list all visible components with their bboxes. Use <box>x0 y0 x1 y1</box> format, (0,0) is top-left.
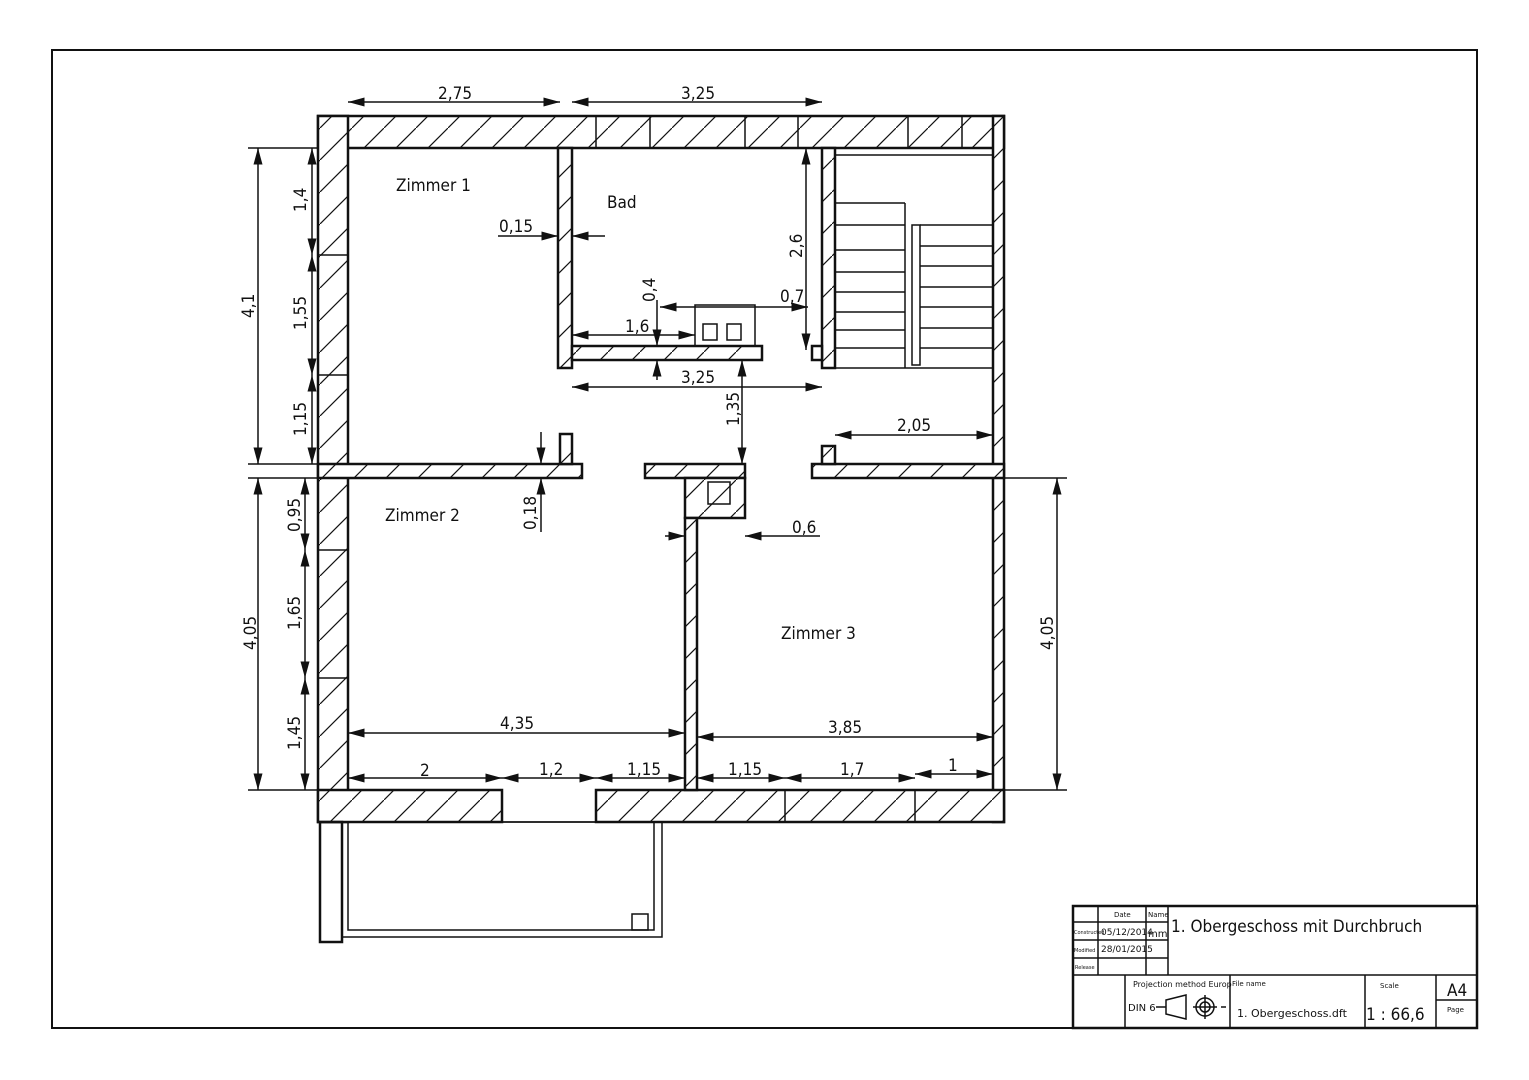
shaft <box>702 323 718 341</box>
projection-din: DIN 6 <box>1128 1003 1156 1014</box>
release-label: Release <box>1075 965 1095 971</box>
dim-label: 1 <box>948 756 958 776</box>
drawing-title: 1. Obergeschoss mit Durchbruch <box>1171 917 1422 937</box>
shaft <box>726 323 742 341</box>
dim-label: 0,6 <box>792 518 816 538</box>
projection-symbol-icon <box>1156 994 1226 1020</box>
dimension-labels: 2,75 3,25 1,4 1,55 1,15 4,1 0,95 1,65 1,… <box>239 84 1058 781</box>
scale-value: 1 : 66,6 <box>1366 1005 1425 1025</box>
dim-label: 4,35 <box>500 714 534 734</box>
dim-label: 1,45 <box>285 716 305 750</box>
dim-label: 4,05 <box>241 616 261 650</box>
dim-label: 4,05 <box>1038 616 1058 650</box>
walls <box>316 114 1006 824</box>
drawing-frame <box>51 49 1478 1029</box>
dim-label: 0,4 <box>640 278 660 302</box>
dim-label: 3,85 <box>828 718 862 738</box>
dim-label: 1,15 <box>728 760 762 780</box>
dim-label: 2,6 <box>787 234 807 258</box>
date-header: Date <box>1114 911 1131 919</box>
dim-label: 0,7 <box>780 287 804 307</box>
room-labels: Zimmer 1 Bad Zimmer 2 Zimmer 3 <box>385 176 856 644</box>
constructed-label: Constructed <box>1074 930 1104 936</box>
scale-label: Scale <box>1380 982 1399 990</box>
constructed-date: 05/12/2014 <box>1101 928 1153 938</box>
projection-label: Projection method Europ <box>1133 980 1232 989</box>
dim-label: 2,75 <box>438 84 472 104</box>
dim-label: 4,1 <box>239 294 259 318</box>
dim-label: 0,18 <box>521 496 541 530</box>
dim-label: 2 <box>420 761 430 781</box>
balcony <box>318 820 663 944</box>
dim-label: 1,7 <box>840 760 864 780</box>
modified-label: Modified <box>1074 948 1095 954</box>
room-label: Zimmer 1 <box>396 176 471 196</box>
title-block: Date Name Constructed 05/12/2014 mm Modi… <box>1071 904 1479 1030</box>
dim-label: 3,25 <box>681 368 715 388</box>
dim-label: 1,2 <box>539 760 563 780</box>
dim-label: 1,65 <box>285 596 305 630</box>
dim-label: 1,15 <box>627 760 661 780</box>
dim-label: 1,35 <box>724 392 744 426</box>
dim-label: 3,25 <box>681 84 715 104</box>
dim-label: 1,15 <box>291 402 311 436</box>
file-name: 1. Obergeschoss.dft <box>1237 1007 1348 1020</box>
name-header: Name <box>1148 911 1169 919</box>
room-label: Zimmer 2 <box>385 506 460 526</box>
room-label: Bad <box>607 193 637 213</box>
dim-label: 1,6 <box>625 317 649 337</box>
dim-label: 1,4 <box>291 188 311 212</box>
dim-label: 1,55 <box>291 296 311 330</box>
dim-label: 2,05 <box>897 416 931 436</box>
paper-format: A4 <box>1447 981 1467 1001</box>
dim-label: 0,15 <box>499 217 533 237</box>
dimension-lines <box>248 97 1067 791</box>
room-label: Zimmer 3 <box>781 624 856 644</box>
constructed-name: mm <box>1148 929 1167 940</box>
shaft <box>707 481 731 505</box>
staircase <box>834 154 994 369</box>
dim-label: 0,95 <box>285 498 305 532</box>
page-label: Page <box>1447 1006 1464 1014</box>
file-name-label: File name <box>1232 980 1266 988</box>
modified-date: 28/01/2015 <box>1101 945 1153 955</box>
